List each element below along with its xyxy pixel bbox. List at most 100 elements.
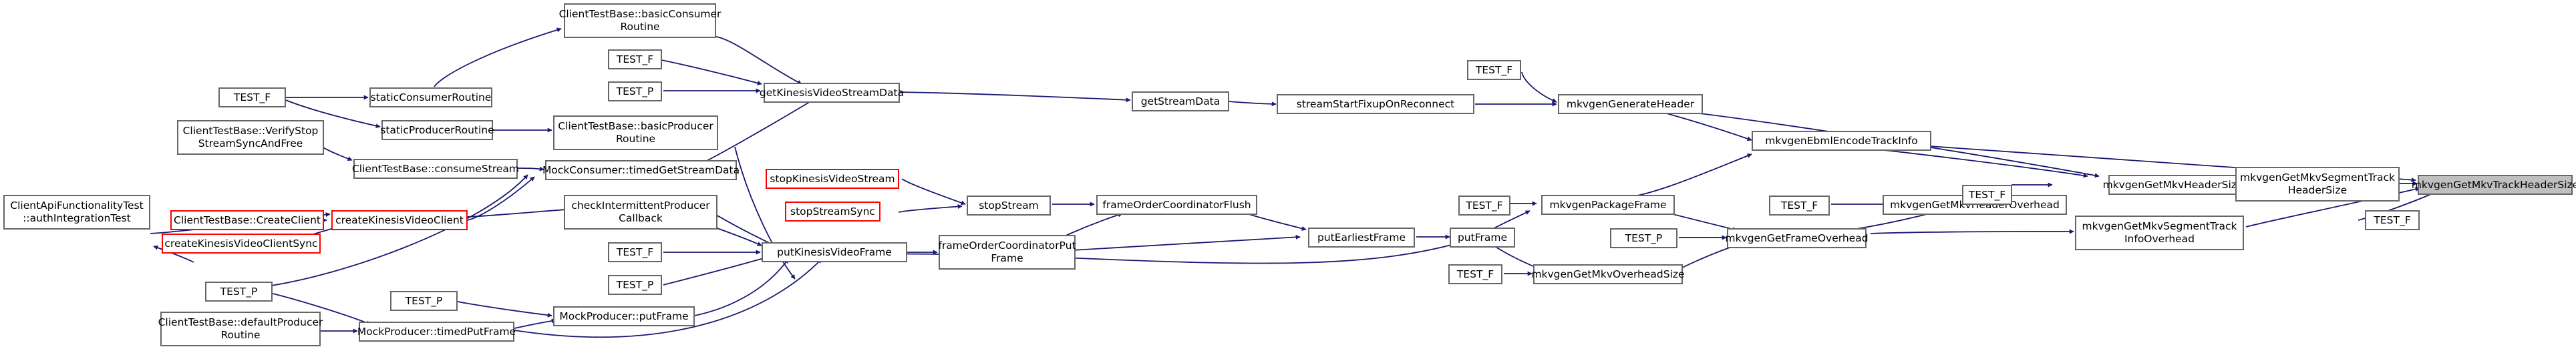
node-label: mkvgenGetFrameOverhead: [1725, 232, 1869, 244]
node-test-p4[interactable]: TEST_P: [390, 291, 458, 311]
node-label: Routine: [615, 133, 656, 145]
edge-putearliest-to-frameorderput: [1072, 234, 1301, 251]
node-label: staticConsumerRoutine: [370, 91, 492, 103]
node-label: MockProducer::putFrame: [559, 310, 689, 322]
node-mkv-gen-header[interactable]: mkvgenGenerateHeader: [1558, 94, 1703, 114]
edge-putframe-to-frameorderput: [888, 242, 1457, 264]
edge-getstreamdata-to-getkvs: [899, 91, 1131, 103]
edge-segtrackinfo-to-frameoverhead: [1870, 229, 2074, 234]
node-test-f5[interactable]: TEST_F: [608, 242, 662, 262]
node-test-f1[interactable]: TEST_F: [218, 87, 286, 107]
node-timed-put-frame[interactable]: MockProducer::timedPutFrame: [357, 322, 516, 342]
node-label: frameOrderCoordinatorPut: [938, 240, 1076, 252]
node-test-p2[interactable]: TEST_P: [1610, 228, 1677, 248]
node-label: checkIntermittentProducer: [571, 200, 710, 212]
node-label: putKinesisVideoFrame: [777, 246, 892, 258]
node-static-producer[interactable]: staticProducerRoutine: [380, 120, 494, 140]
node-label: mkvgenGetMkvSegmentTrack: [2240, 171, 2395, 184]
node-label: stopKinesisVideoStream: [770, 172, 895, 185]
node-test-f9[interactable]: TEST_F: [1448, 264, 1502, 284]
node-test-p5[interactable]: TEST_P: [205, 282, 273, 302]
node-stop-k-v-s[interactable]: stopKinesisVideoStream: [766, 169, 899, 189]
node-label: TEST_F: [2374, 214, 2411, 226]
node-label: mkvgenEbmlEncodeTrackInfo: [1765, 134, 1918, 147]
node-create-client-base[interactable]: ClientTestBase::CreateClient: [170, 210, 324, 230]
node-put-earliest-frame[interactable]: putEarliestFrame: [1308, 228, 1415, 248]
edge-staticproducer-to-testF1: [285, 99, 381, 129]
edge-mockputframe-to-timedputframe: [514, 318, 556, 329]
node-label: createKinesisVideoClient: [335, 214, 464, 226]
node-label: mkvgenGetMkvHeaderSize: [2102, 178, 2243, 191]
node-label: ClientTestBase::defaultProducer: [158, 316, 323, 328]
node-stream-start-fixup[interactable]: streamStartFixupOnReconnect: [1277, 94, 1474, 114]
edge-clientapi-to-createkvsync: [153, 245, 194, 263]
node-consume-stream[interactable]: ClientTestBase::consumeStream: [352, 159, 519, 179]
edge-basicconsumer-to-staticconsumer: [434, 27, 562, 87]
edge-putkvframe-to-testP3: [663, 256, 769, 286]
node-test-f4[interactable]: TEST_F: [1458, 196, 1510, 216]
node-label: getStreamData: [1140, 95, 1221, 107]
node-label: mkvgenPackageFrame: [1549, 198, 1667, 211]
edge-stopstream-to-stopkvs: [901, 178, 966, 206]
node-ebml-encode[interactable]: mkvgenEbmlEncodeTrackInfo: [1752, 131, 1931, 151]
node-label: putEarliestFrame: [1317, 231, 1406, 244]
node-mkv-overhead-size[interactable]: mkvgenGetMkvOverheadSize: [1531, 264, 1685, 284]
edge-getkvs-to-testF2: [661, 59, 762, 85]
node-label: putFrame: [1457, 231, 1508, 244]
node-put-frame[interactable]: putFrame: [1450, 228, 1515, 248]
node-label: mkvgenGetMkvSegmentTrack: [2082, 220, 2237, 232]
node-test-f3[interactable]: TEST_F: [1467, 60, 1521, 80]
node-test-f2[interactable]: TEST_F: [608, 49, 662, 69]
node-label: Callback: [619, 212, 663, 224]
node-put-k-v-frame[interactable]: putKinesisVideoFrame: [762, 242, 907, 262]
node-frame-order-flush[interactable]: frameOrderCoordinatorFlush: [1096, 195, 1257, 215]
node-label: mkvgenGetMkvTrackHeaderSize: [2411, 178, 2576, 191]
node-label: createKinesisVideoClientSync: [164, 237, 318, 250]
edge-timedputframe-to-testP5: [267, 292, 371, 326]
node-test-f7[interactable]: TEST_F: [1962, 185, 2012, 205]
edge-timedgetstream-to-createkvclient: [467, 176, 535, 221]
node-label: TEST_F: [1968, 188, 2006, 201]
node-test-f8[interactable]: TEST_F: [2365, 210, 2420, 230]
node-get-k-v-s-data[interactable]: getKinesisVideoStreamData: [760, 83, 904, 103]
node-label: staticProducerRoutine: [380, 123, 494, 136]
node-mock-put-frame[interactable]: MockProducer::putFrame: [553, 306, 695, 326]
node-test-p1[interactable]: TEST_P: [608, 81, 662, 101]
node-mkv-frame-overhead[interactable]: mkvgenGetFrameOverhead: [1725, 228, 1869, 248]
node-static-consumer[interactable]: staticConsumerRoutine: [369, 87, 492, 107]
node-label: Routine: [620, 21, 660, 33]
node-label: TEST_P: [616, 278, 654, 291]
node-timed-get-stream[interactable]: MockConsumer::timedGetStreamData: [542, 160, 740, 180]
node-label: getKinesisVideoStreamData: [759, 86, 905, 99]
node-test-f6[interactable]: TEST_F: [1769, 196, 1830, 216]
edge-getkvs-to-basicconsumer: [715, 36, 802, 85]
node-stop-stream[interactable]: stopStream: [967, 196, 1051, 216]
edge-putkvframe-to-timedputframe: [514, 258, 822, 338]
node-mkv-package-frame[interactable]: mkvgenPackageFrame: [1541, 195, 1675, 215]
edge-getkvs-to-timedgetstream: [701, 98, 816, 164]
node-client-api-test[interactable]: ClientApiFunctionalityTest::authIntegrat…: [3, 195, 150, 230]
node-label: streamStartFixupOnReconnect: [1296, 97, 1455, 110]
node-label: StreamSyncAndFree: [198, 137, 303, 149]
node-create-k-v-client-sync[interactable]: createKinesisVideoClientSync: [162, 234, 321, 254]
edge-stopstream-to-stopsync: [898, 204, 963, 213]
node-get-stream-data[interactable]: getStreamData: [1132, 91, 1229, 111]
node-mkv-header-size[interactable]: mkvgenGetMkvHeaderSize: [2103, 175, 2243, 195]
node-label: ::authIntegrationTest: [23, 212, 131, 224]
node-test-p3[interactable]: TEST_P: [608, 275, 662, 295]
node-label: TEST_P: [1625, 232, 1663, 244]
edge-startfixup-to-getstreamdata: [1229, 101, 1277, 107]
node-label: TEST_F: [616, 53, 654, 65]
node-stop-stream-sync[interactable]: stopStreamSync: [785, 202, 880, 222]
node-label: ClientTestBase::basicProducer: [558, 120, 713, 132]
node-create-k-v-client[interactable]: createKinesisVideoClient: [331, 210, 468, 230]
node-label: stopStreamSync: [790, 205, 875, 218]
